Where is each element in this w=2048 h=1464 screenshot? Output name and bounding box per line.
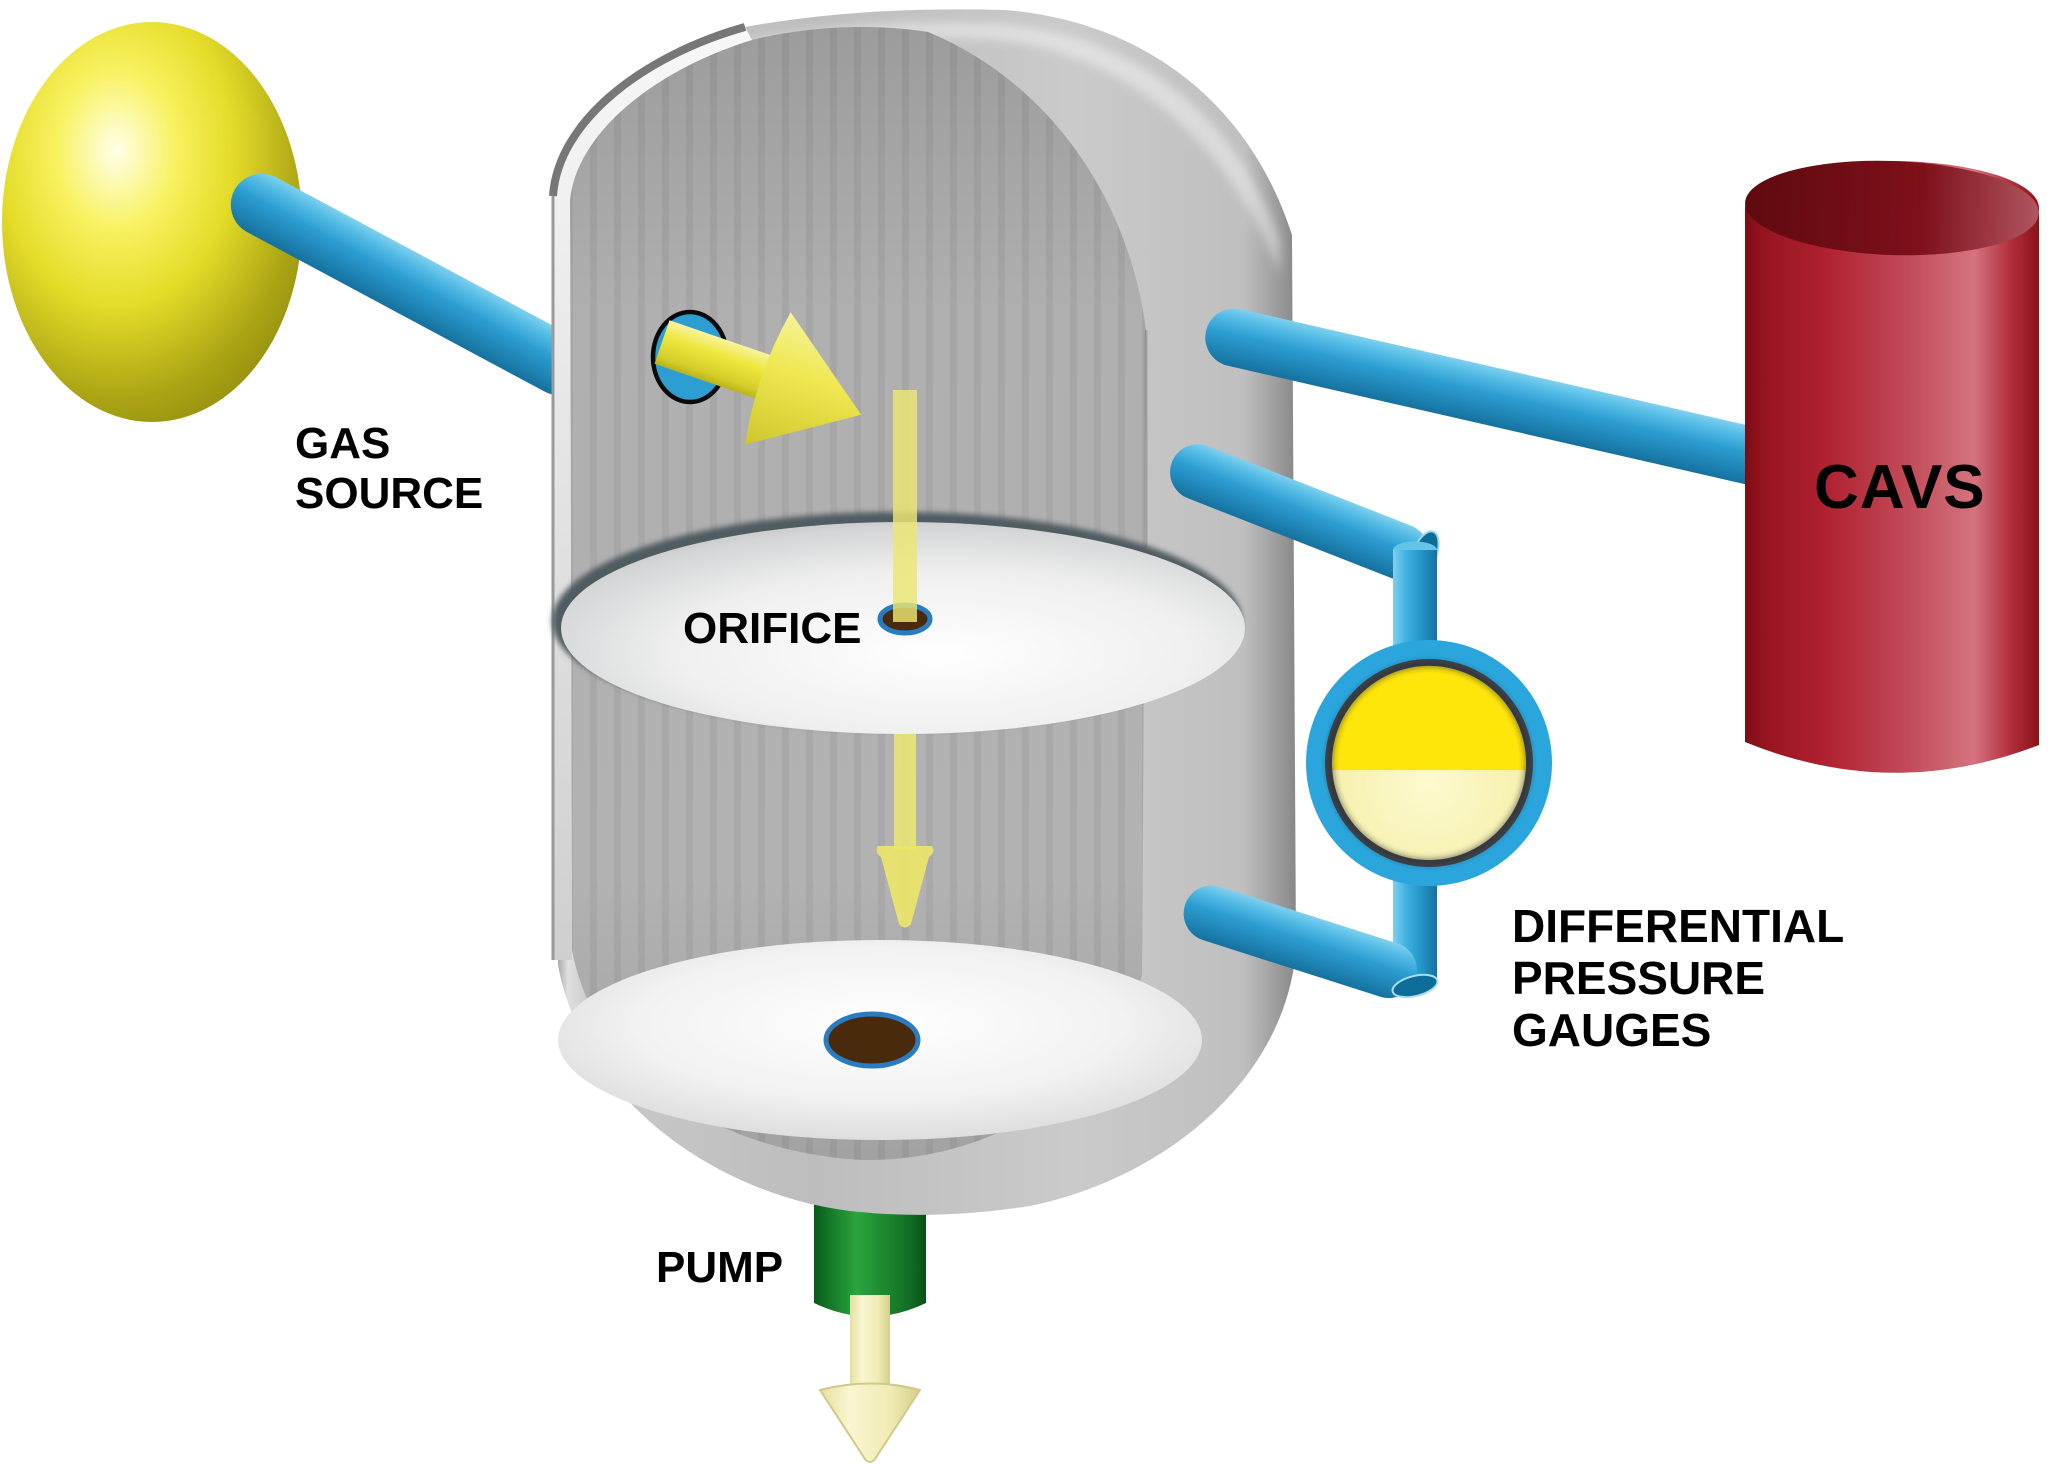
cavs-outlet-pipe-body — [1205, 308, 1792, 488]
flow-arrow-lower-head — [876, 846, 934, 928]
exhaust-arrow-shaft — [850, 1295, 890, 1391]
flow-arrow-lower-shaft — [894, 734, 916, 850]
gauge-upper-tap-pipe — [1170, 444, 1430, 580]
gauge-lower-tap-pipe — [1183, 885, 1417, 999]
gas-source-label-line1: GAS — [295, 419, 390, 468]
cavs-collection-cylinder: CAVS — [1745, 160, 2039, 773]
dpg-label-line2: PRESSURE — [1512, 952, 1765, 1004]
gas-source-ball — [2, 22, 302, 422]
gas-flow-arrow-head — [745, 312, 862, 445]
gas-inlet-pipe-body — [230, 173, 591, 396]
gauge-lower-tap-pipe-body — [1183, 885, 1417, 999]
manifold-tube-open-end — [1391, 973, 1439, 999]
chamber-exit-hole — [823, 1011, 921, 1069]
dome-highlight — [752, 22, 1280, 275]
gauge-upper-tap-pipe-body — [1170, 444, 1430, 580]
orifice-label: ORIFICE — [683, 604, 861, 653]
cavs-outlet-pipe — [1205, 308, 1792, 488]
cavs-body — [1745, 161, 2039, 773]
dpg-label-line1: DIFFERENTIAL — [1512, 900, 1844, 952]
labels-layer: GAS SOURCE ORIFICE DIFFERENTIAL PRESSURE… — [295, 419, 1844, 1292]
gas-source-sphere — [2, 22, 302, 422]
gauge-face-upper — [1332, 665, 1526, 770]
gas-source-label-line2: SOURCE — [295, 469, 483, 518]
vacuum-chamber-cutaway — [549, 9, 1296, 1215]
cavs-label: CAVS — [1814, 453, 1986, 522]
gas-flow-arrow — [654, 312, 862, 445]
cavs-open-top — [1745, 160, 2039, 256]
exhaust-arrow-head — [818, 1382, 922, 1463]
flow-arrow-upper-shaft — [893, 390, 917, 622]
gas-flow-arrow-shaft — [654, 320, 783, 403]
gas-inlet-pipe — [230, 173, 591, 396]
differential-pressure-gauge — [1306, 640, 1552, 886]
dpg-label-line3: GAUGES — [1512, 1004, 1711, 1056]
gauge-face-shading — [1326, 660, 1532, 866]
cutaway-edge-dark — [549, 23, 747, 197]
pump-exhaust-arrow — [818, 1295, 922, 1463]
pump-label: PUMP — [656, 1243, 783, 1292]
